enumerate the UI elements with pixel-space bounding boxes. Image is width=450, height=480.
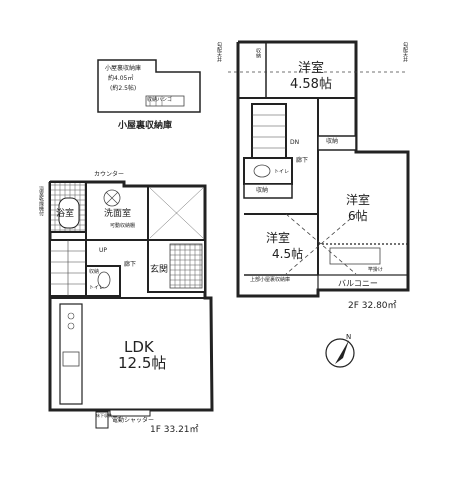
side-label: 浴室乾燥機付 xyxy=(38,186,44,216)
loft-access-label: 上部小屋裏収納庫 xyxy=(250,277,291,283)
compass-label: N xyxy=(346,333,352,341)
toilet-2f-label: トイレ xyxy=(274,169,290,175)
storage-2f-right-label: 収納 xyxy=(326,138,339,145)
up-label: UP xyxy=(99,247,108,254)
loft-box-area: 約4.05㎡ xyxy=(108,75,134,82)
balcony-label: バルコニー xyxy=(338,279,378,288)
washroom-label: 洗面室 xyxy=(104,209,132,219)
loft-ladder-label: 収納ハシゴ xyxy=(147,97,173,103)
second-floor-plan xyxy=(228,40,410,298)
drying-label: 竿掛け xyxy=(368,267,384,273)
loft-box-tatami: (約2.5帖) xyxy=(110,85,137,92)
ceiling-note-right: 勾配天井 xyxy=(402,42,408,62)
shutter-label: 電動シャッター xyxy=(112,417,155,424)
hall-1f-label: 廊下 xyxy=(124,261,137,268)
west-room-a-size: 4.58帖 xyxy=(290,77,332,92)
loft-caption: 小屋裏収納庫 xyxy=(118,121,173,131)
loft-box-label: 小屋裏収納庫 xyxy=(105,65,142,72)
storage-1f-label: 収納 xyxy=(89,269,100,275)
ceiling-note-left: 勾配天井 xyxy=(216,42,222,62)
floor-storage-label: 床下収納 xyxy=(96,413,112,418)
hall-2f-label: 廊下 xyxy=(296,157,309,164)
loft-plan xyxy=(97,59,201,113)
toilet-1f-label: トイレ xyxy=(89,285,105,291)
north-compass xyxy=(325,338,355,368)
second-floor-area: 2F 32.80㎡ xyxy=(348,301,397,311)
laundry-label: 可動収納棚 xyxy=(110,223,136,229)
first-floor-area: 1F 33.21㎡ xyxy=(150,425,199,435)
west-room-a-name: 洋室 xyxy=(298,61,325,76)
storage-2f-top-label: 収納 xyxy=(255,48,261,58)
west-room-b-name: 洋室 xyxy=(346,193,371,207)
bath-label: 浴室 xyxy=(56,209,75,219)
entrance-label: 玄関 xyxy=(150,265,169,275)
dn-label: DN xyxy=(290,139,300,146)
first-floor-plan xyxy=(48,180,214,429)
west-room-b-size: 6帖 xyxy=(348,209,368,223)
ldk-name: LDK xyxy=(124,338,154,356)
storage-2f-left-label: 収納 xyxy=(256,187,269,194)
west-room-c-size: 4.5帖 xyxy=(272,247,304,261)
ldk-size: 12.5帖 xyxy=(118,354,167,372)
west-room-c-name: 洋室 xyxy=(266,231,291,245)
counter-label: カウンター xyxy=(94,171,125,178)
